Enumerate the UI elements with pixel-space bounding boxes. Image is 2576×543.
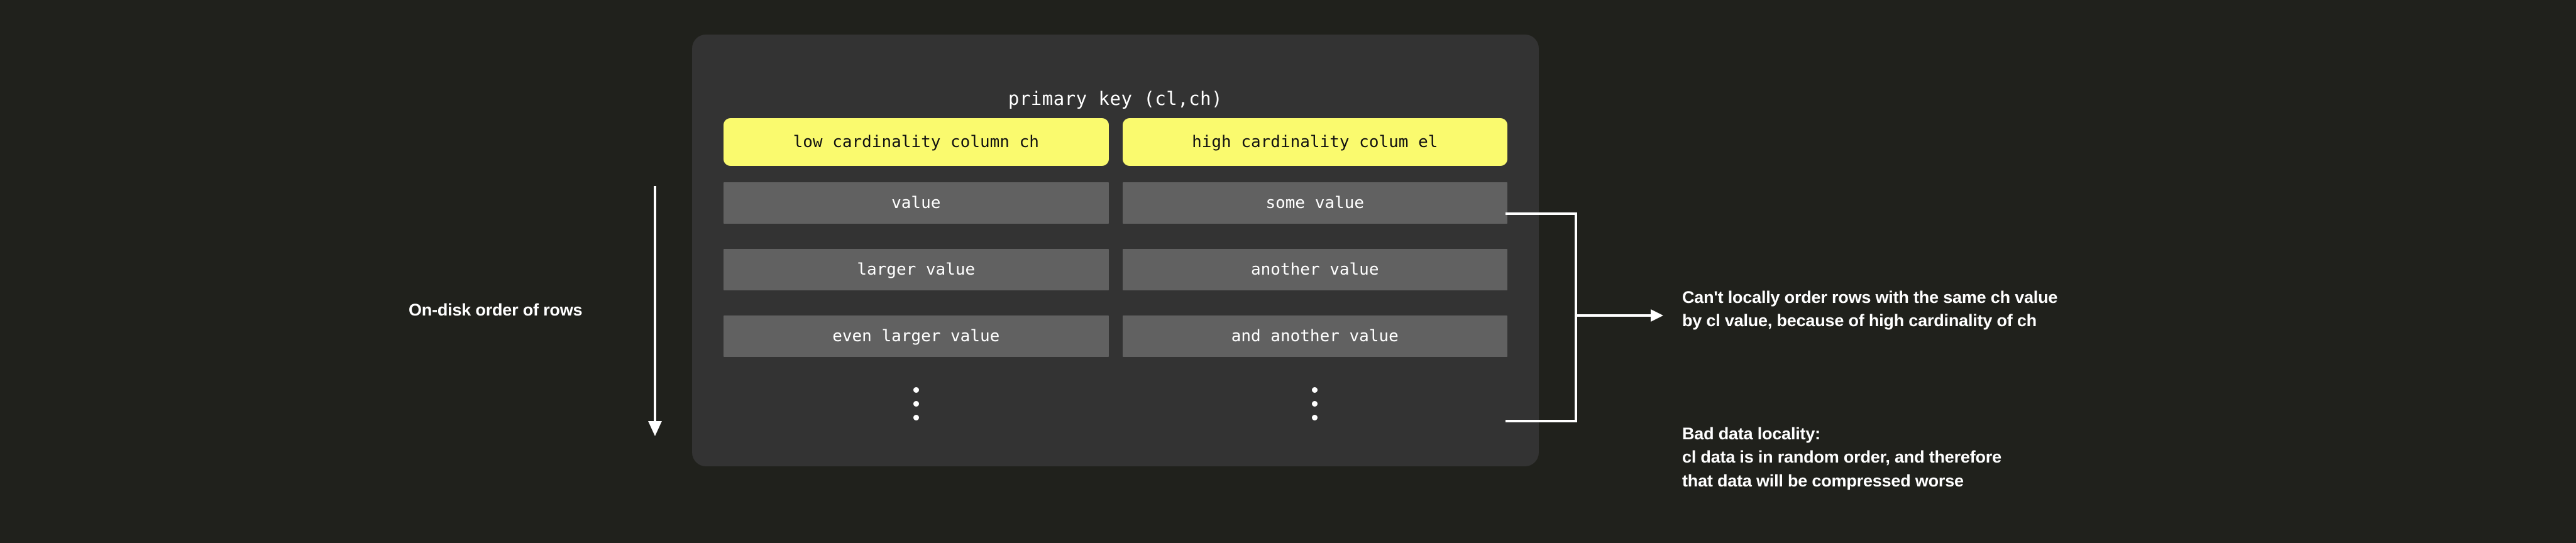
note-data-locality: Bad data locality: cl data is in random …	[1682, 422, 2001, 493]
column-header-high-cardinality: high cardinality colum el	[1122, 118, 1507, 166]
column-grid: low cardinality column ch high cardinali…	[724, 118, 1507, 429]
bracket-right-arrow-icon	[1496, 201, 1678, 434]
note-cardinality: Can't locally order rows with the same c…	[1682, 286, 2057, 333]
vertical-ellipsis-icon	[1123, 378, 1508, 429]
value-row: even larger value and another value	[724, 315, 1507, 357]
value-cell-left: larger value	[724, 249, 1109, 290]
dot	[913, 400, 919, 407]
value-row: larger value another value	[724, 249, 1507, 290]
note-line: Can't locally order rows with the same c…	[1682, 288, 2058, 307]
dot	[913, 387, 919, 393]
note-line: by cl value, because of high cardinality…	[1682, 311, 2037, 331]
ellipsis-row	[724, 378, 1507, 429]
note-line: cl data is in random order, and therefor…	[1682, 447, 2001, 467]
on-disk-order-label: On-disk order of rows	[409, 300, 583, 319]
dot	[913, 414, 919, 420]
header-row: low cardinality column ch high cardinali…	[724, 118, 1507, 166]
column-header-low-cardinality: low cardinality column ch	[724, 118, 1109, 166]
value-cell-left: value	[724, 182, 1109, 224]
dot	[1312, 400, 1318, 407]
value-cell-right: another value	[1122, 249, 1507, 290]
card-title: primary key (cl,ch)	[1008, 88, 1223, 109]
down-arrow-icon	[640, 182, 671, 440]
note-line: that data will be compressed worse	[1682, 471, 1964, 490]
vertical-ellipsis-icon	[724, 378, 1109, 429]
note-line: Bad data locality:	[1682, 424, 1820, 443]
dot	[1312, 414, 1318, 420]
value-cell-left: even larger value	[724, 315, 1109, 357]
value-row: value some value	[724, 182, 1507, 224]
value-cell-right: some value	[1122, 182, 1507, 224]
value-cell-right: and another value	[1122, 315, 1507, 357]
dot	[1312, 387, 1318, 393]
primary-key-card: primary key (cl,ch) low cardinality colu…	[692, 35, 1539, 466]
